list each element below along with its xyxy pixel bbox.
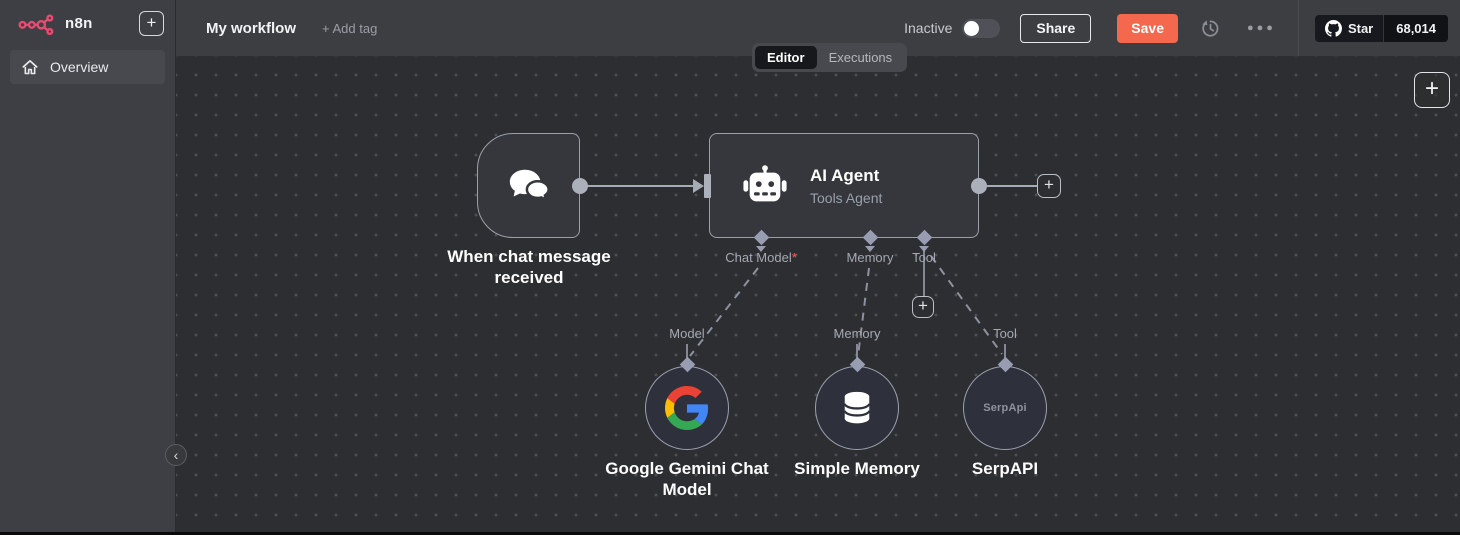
github-star-label: Star bbox=[1347, 20, 1374, 36]
port-arrow-icon bbox=[756, 246, 766, 252]
sidebar-item-label: Overview bbox=[50, 59, 109, 75]
logo-row: n8n + bbox=[0, 0, 175, 46]
app-name: n8n bbox=[65, 14, 93, 32]
subnode-port-label-model: Model bbox=[669, 326, 705, 341]
database-icon bbox=[843, 391, 871, 424]
github-star-widget[interactable]: Star 68,014 bbox=[1314, 14, 1448, 42]
node-serpapi[interactable]: SerpApi bbox=[963, 366, 1047, 450]
node-chat-trigger[interactable] bbox=[477, 133, 580, 238]
share-button[interactable]: Share bbox=[1020, 13, 1092, 43]
history-icon bbox=[1202, 19, 1219, 36]
gemini-node-label: Google Gemini Chat Model bbox=[605, 459, 769, 500]
more-options-button[interactable]: ●●● bbox=[1247, 22, 1276, 34]
save-button[interactable]: Save bbox=[1117, 13, 1178, 43]
agent-input-port[interactable] bbox=[704, 174, 711, 198]
workflow-status-label: Inactive bbox=[904, 20, 953, 36]
new-workflow-button[interactable]: + bbox=[139, 10, 164, 36]
agent-title: AI Agent bbox=[810, 165, 880, 185]
add-tag-button[interactable]: + Add tag bbox=[322, 20, 378, 36]
home-icon bbox=[22, 59, 38, 74]
n8n-logo-icon bbox=[18, 14, 54, 35]
sidebar-item-overview[interactable]: Overview bbox=[10, 50, 165, 84]
agent-text: AI Agent Tools Agent bbox=[810, 166, 882, 206]
subnode-port-label-memory: Memory bbox=[833, 326, 881, 341]
google-logo bbox=[665, 386, 709, 430]
view-tabs: Editor Executions bbox=[752, 43, 908, 72]
sidebar-collapse-button[interactable]: ‹ bbox=[165, 444, 187, 466]
workflow-title[interactable]: My workflow bbox=[206, 19, 297, 37]
required-marker: * bbox=[791, 250, 797, 265]
chat-bubbles-icon bbox=[509, 169, 550, 202]
header-bar: My workflow + Add tag Inactive Share Sav… bbox=[176, 0, 1460, 56]
add-node-after-agent-button[interactable]: + bbox=[1037, 174, 1061, 198]
node-ai-agent[interactable]: AI Agent Tools Agent bbox=[709, 133, 979, 238]
history-button[interactable] bbox=[1200, 18, 1221, 39]
sidebar: n8n + Overview bbox=[0, 0, 176, 535]
agent-port-label-chat-model: Chat Model* bbox=[725, 250, 797, 265]
port-arrow-icon bbox=[865, 246, 875, 252]
github-star-button[interactable]: Star bbox=[1315, 15, 1383, 42]
header-divider bbox=[1297, 0, 1299, 56]
github-icon bbox=[1324, 19, 1342, 37]
tab-editor[interactable]: Editor bbox=[755, 46, 817, 69]
agent-output-handle[interactable] bbox=[971, 178, 987, 194]
node-google-gemini-chat-model[interactable] bbox=[645, 366, 729, 450]
tab-executions[interactable]: Executions bbox=[828, 50, 893, 65]
workflow-canvas[interactable]: When chat message received AI Agent Tool… bbox=[176, 56, 1460, 535]
bottom-scrollbar[interactable] bbox=[0, 532, 1460, 535]
subnode-port-label-tool: Tool bbox=[993, 326, 1017, 341]
active-toggle[interactable] bbox=[962, 18, 1001, 38]
agent-subtitle: Tools Agent bbox=[810, 189, 883, 206]
robot-icon bbox=[743, 164, 787, 201]
add-tool-button[interactable]: + bbox=[912, 296, 934, 318]
toggle-knob bbox=[964, 20, 980, 36]
serpapi-badge: SerpApi bbox=[983, 402, 1027, 414]
add-node-button[interactable]: + bbox=[1414, 72, 1450, 108]
trigger-node-label: When chat message received bbox=[447, 247, 611, 288]
agent-port-label-tool: Tool bbox=[912, 250, 936, 265]
chevron-left-icon: ‹ bbox=[173, 446, 179, 463]
github-star-count[interactable]: 68,014 bbox=[1383, 14, 1448, 42]
serpapi-node-label: SerpAPI bbox=[971, 459, 1039, 478]
ellipsis-icon: ●●● bbox=[1247, 22, 1276, 34]
node-simple-memory[interactable] bbox=[815, 366, 899, 450]
header-actions: Inactive Share Save ●●● bbox=[904, 0, 1460, 56]
agent-port-label-memory: Memory bbox=[846, 250, 894, 265]
port-arrow-icon bbox=[919, 246, 929, 252]
memory-node-label: Simple Memory bbox=[794, 459, 920, 478]
trigger-output-handle[interactable] bbox=[572, 178, 588, 194]
